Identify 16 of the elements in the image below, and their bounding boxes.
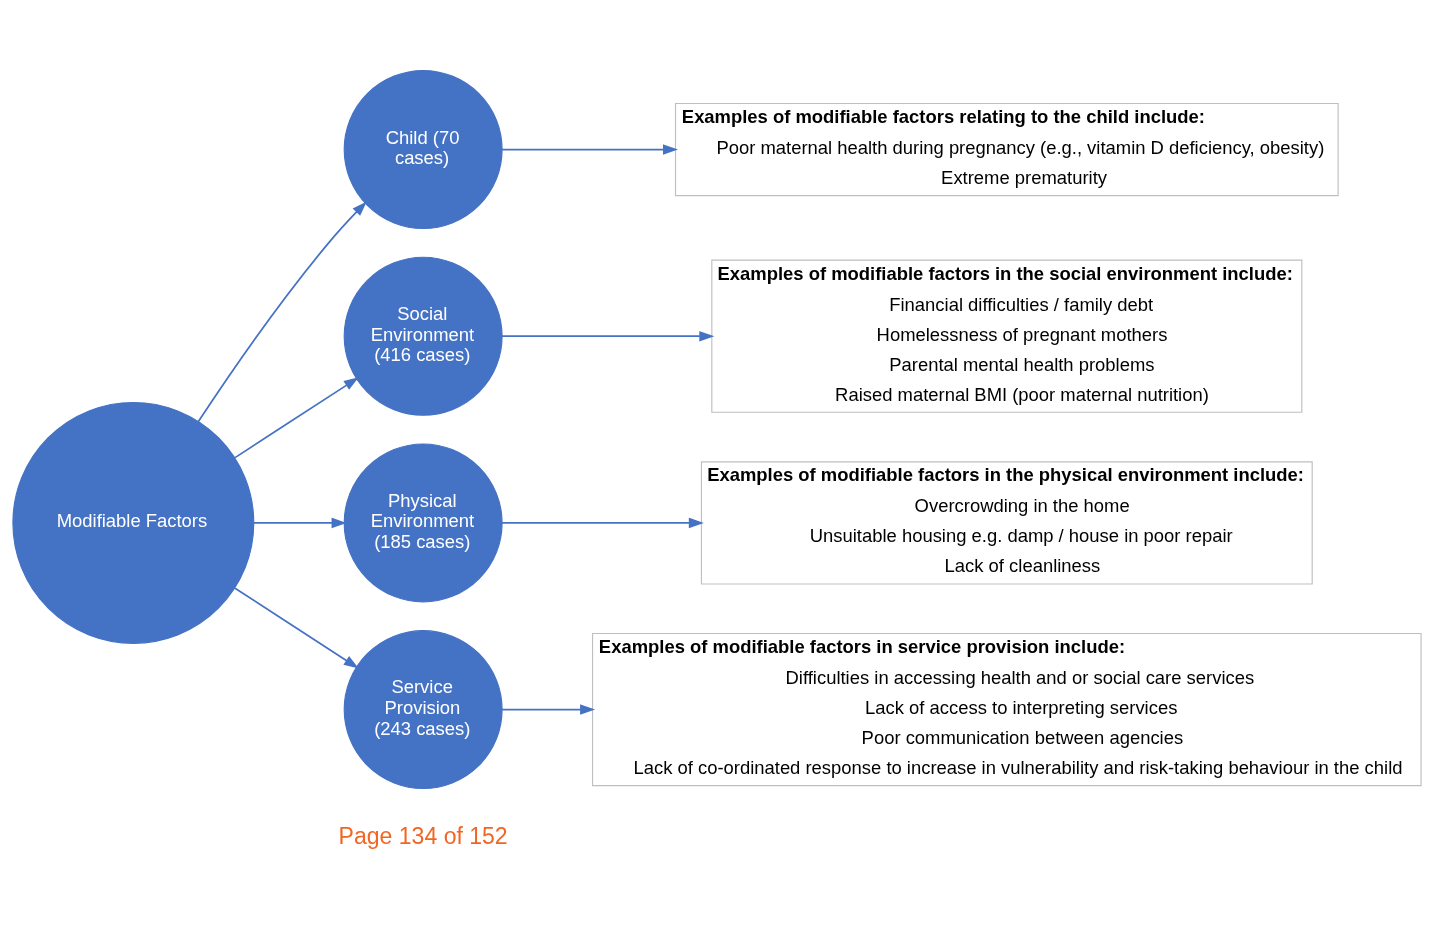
arrow [234,376,359,458]
arrow [501,703,596,715]
node-circle: Modifiable Factors [12,401,255,644]
arrow [501,143,678,155]
node-box: Examples of modifiable factors in service provision include: Difficulties in accessing health and or social care services Lack of access to interpreting services Poor communication between agencies Lack of co-ordinated response to increase in vulnerability and risk-taking behaviour in the child [591,632,1422,786]
node-box: Examples of modifiable factors relating to the child include: Poor maternal health during pregnancy (e.g., vitamin D deficiency, obesity) Extreme prematurity [674,102,1339,196]
node-circle: Child (70 cases) [343,69,503,229]
node-box: Examples of modifiable factors in the social environment include: Financial difficulties / family debt Homelessness of pregnant mothers Parental mental health problems Raised maternal BMI (poor maternal nutrition) [711,259,1303,413]
arrow [501,330,715,341]
arrow [197,200,367,422]
arrow [501,517,704,528]
label: Page 134 of 152 [338,822,508,849]
node-circle: Physical Environment (185 cases) [343,442,503,602]
arrow [253,517,347,528]
node-box: Examples of modifiable factors in the physical environment include: Overcrowding in the home Unsuitable housing e.g. damp / house in poor repair Lack of cleanliness [700,460,1313,585]
arrow [234,586,359,669]
